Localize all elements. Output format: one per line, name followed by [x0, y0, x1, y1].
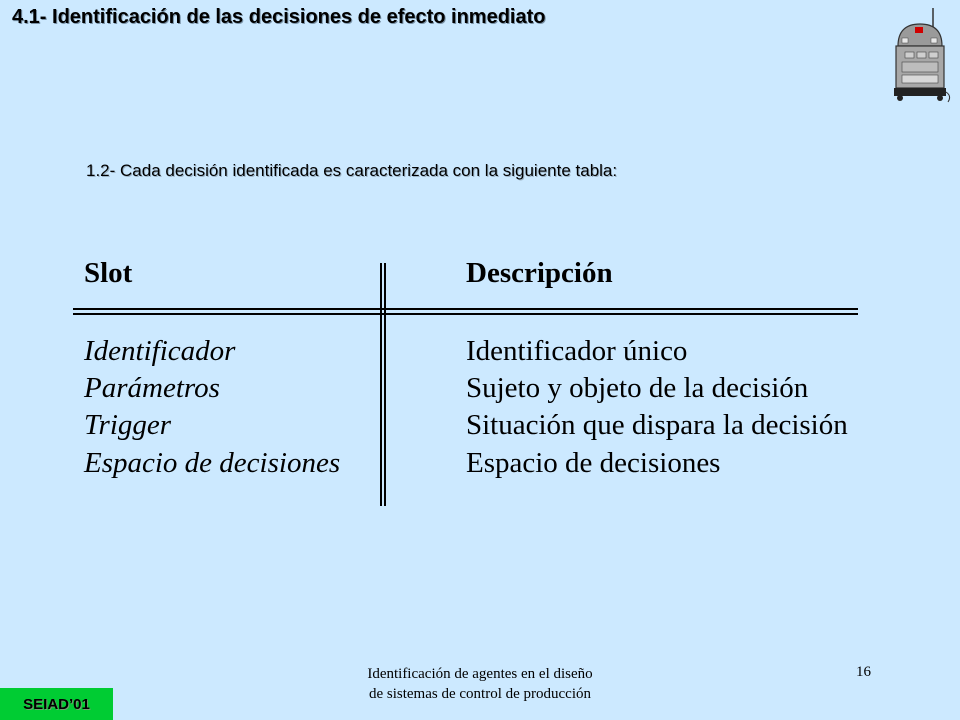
- table-row-slot: Espacio de decisiones: [84, 447, 341, 479]
- page-number: 16: [856, 664, 871, 680]
- table-row-description: Espacio de decisiones: [466, 447, 721, 479]
- conference-badge-label: SEIAD’01: [23, 695, 90, 713]
- table-horizontal-divider: [73, 308, 858, 316]
- table-header-slot: Slot: [84, 257, 133, 289]
- footer-caption: Identificación de agentes en el diseño d…: [300, 664, 660, 704]
- table-row-slot: Parámetros: [84, 372, 220, 404]
- table-row-slot: Trigger: [84, 409, 172, 441]
- conference-badge: SEIAD’01: [0, 688, 113, 720]
- table-row-description: Situación que dispara la decisión: [466, 409, 848, 441]
- subtitle: 1.2- Cada decisión identificada es carac…: [86, 161, 618, 180]
- slide-title: 4.1- Identificación de las decisiones de…: [12, 6, 546, 28]
- robot-icon: [894, 8, 951, 103]
- table-row-description: Sujeto y objeto de la decisión: [466, 372, 809, 404]
- table-row-description: Identificador único: [466, 335, 688, 367]
- table-row-slot: Identificador: [84, 335, 236, 367]
- table-vertical-divider: [379, 263, 388, 506]
- table-header-description: Descripción: [466, 257, 613, 289]
- footer-line-1: Identificación de agentes en el diseño: [367, 666, 593, 682]
- footer-line-2: de sistemas de control de producción: [368, 686, 592, 702]
